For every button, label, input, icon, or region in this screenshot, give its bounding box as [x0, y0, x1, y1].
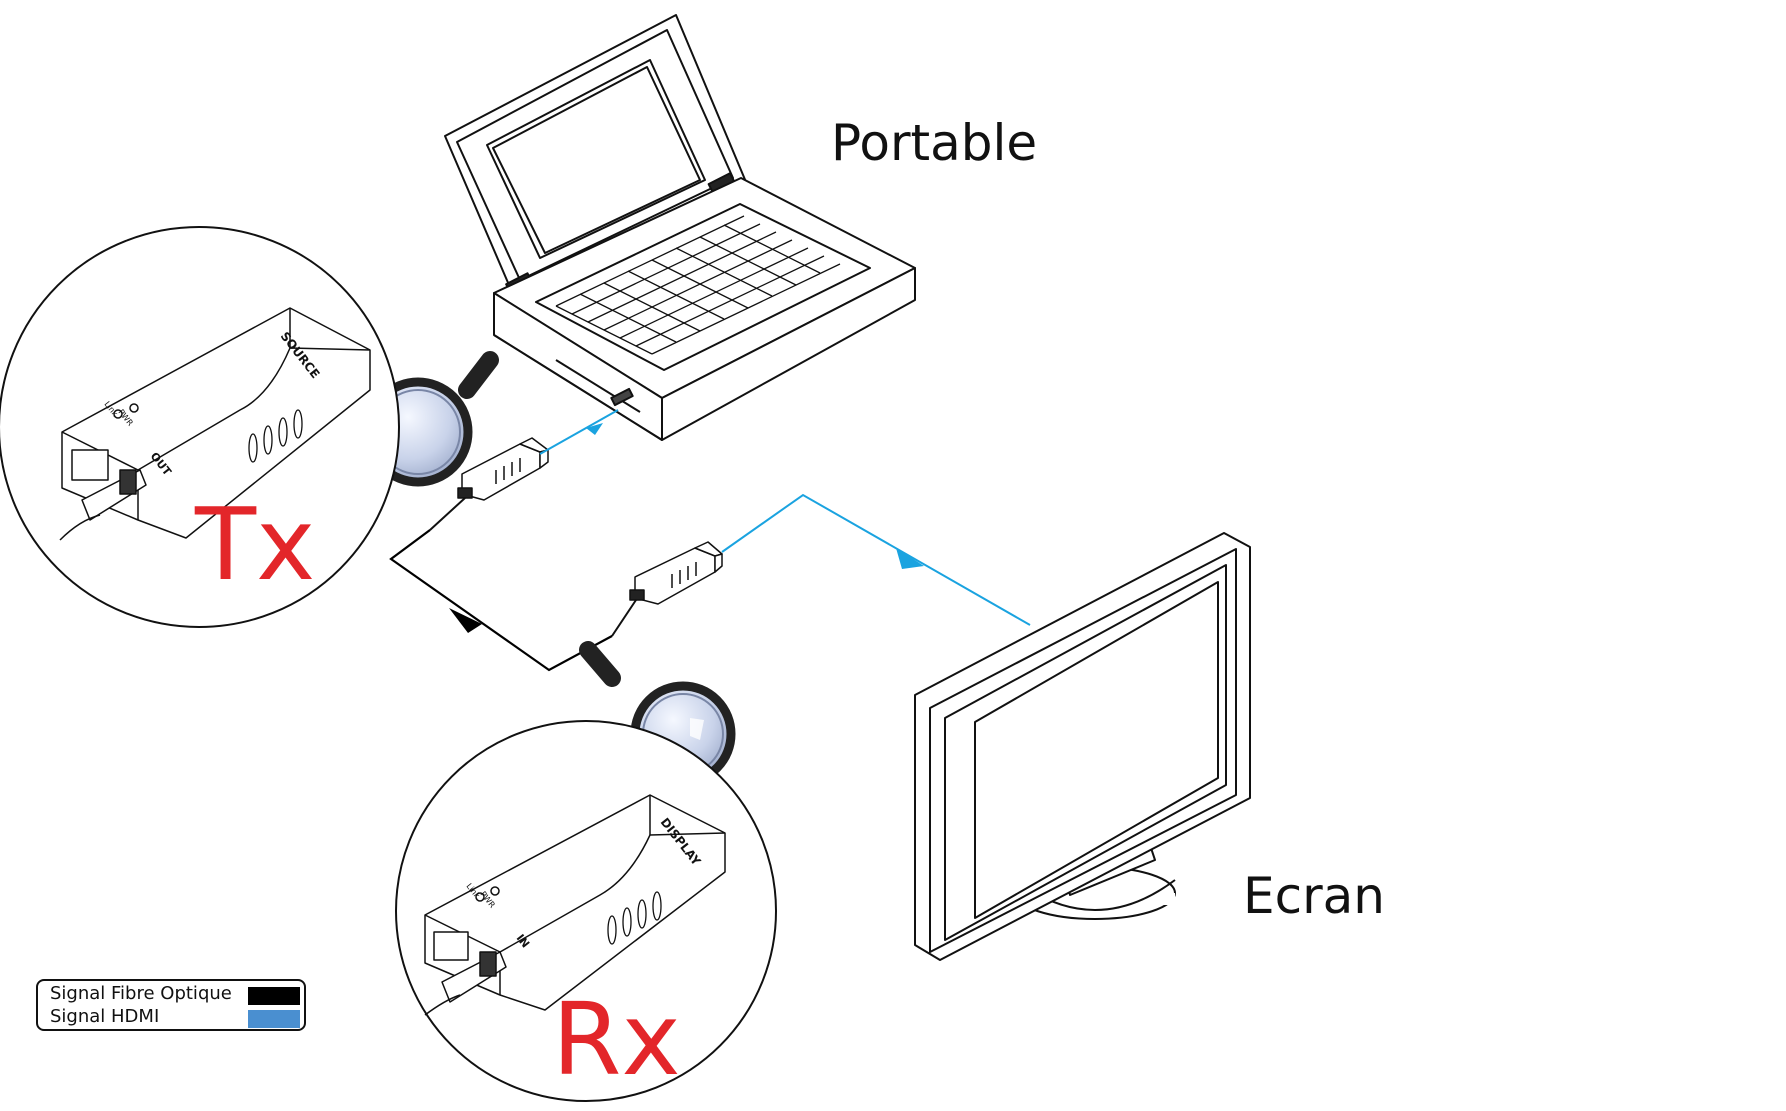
legend: Signal Fibre Optique Signal HDMI: [36, 979, 306, 1031]
laptop-illustration: [445, 15, 915, 440]
tx-label: Tx: [194, 486, 315, 603]
legend-item-hdmi-label: Signal HDMI: [50, 1006, 159, 1027]
legend-swatch-hdmi: [248, 1010, 300, 1028]
legend-item-hdmi: Signal HDMI: [50, 1006, 159, 1030]
legend-item-fiber-label: Signal Fibre Optique: [50, 983, 232, 1004]
tx-zoom-callout: SOURCE OUT Link PWR Tx: [0, 227, 399, 627]
hdmi-line-rx-to-monitor: [722, 495, 1030, 625]
hdmi-line-laptop-to-tx: [540, 410, 618, 454]
hdmi-arrow-1: [586, 423, 603, 435]
legend-swatch-fiber: [248, 987, 300, 1005]
monitor-label: Ecran: [1243, 867, 1385, 925]
hdmi-arrow-2: [896, 548, 924, 569]
hdmi-signal-paths: [540, 410, 1030, 625]
rx-dongle-small: [612, 542, 722, 636]
rx-zoom-callout: DISPLAY IN Link PWR Rx: [396, 721, 776, 1101]
legend-item-fiber: Signal Fibre Optique: [50, 983, 232, 1007]
hdmi-arrows: [586, 423, 924, 569]
fiber-signal-path: [391, 530, 612, 670]
rx-label: Rx: [552, 981, 681, 1098]
laptop-label: Portable: [831, 114, 1037, 172]
monitor-illustration: [915, 533, 1250, 960]
